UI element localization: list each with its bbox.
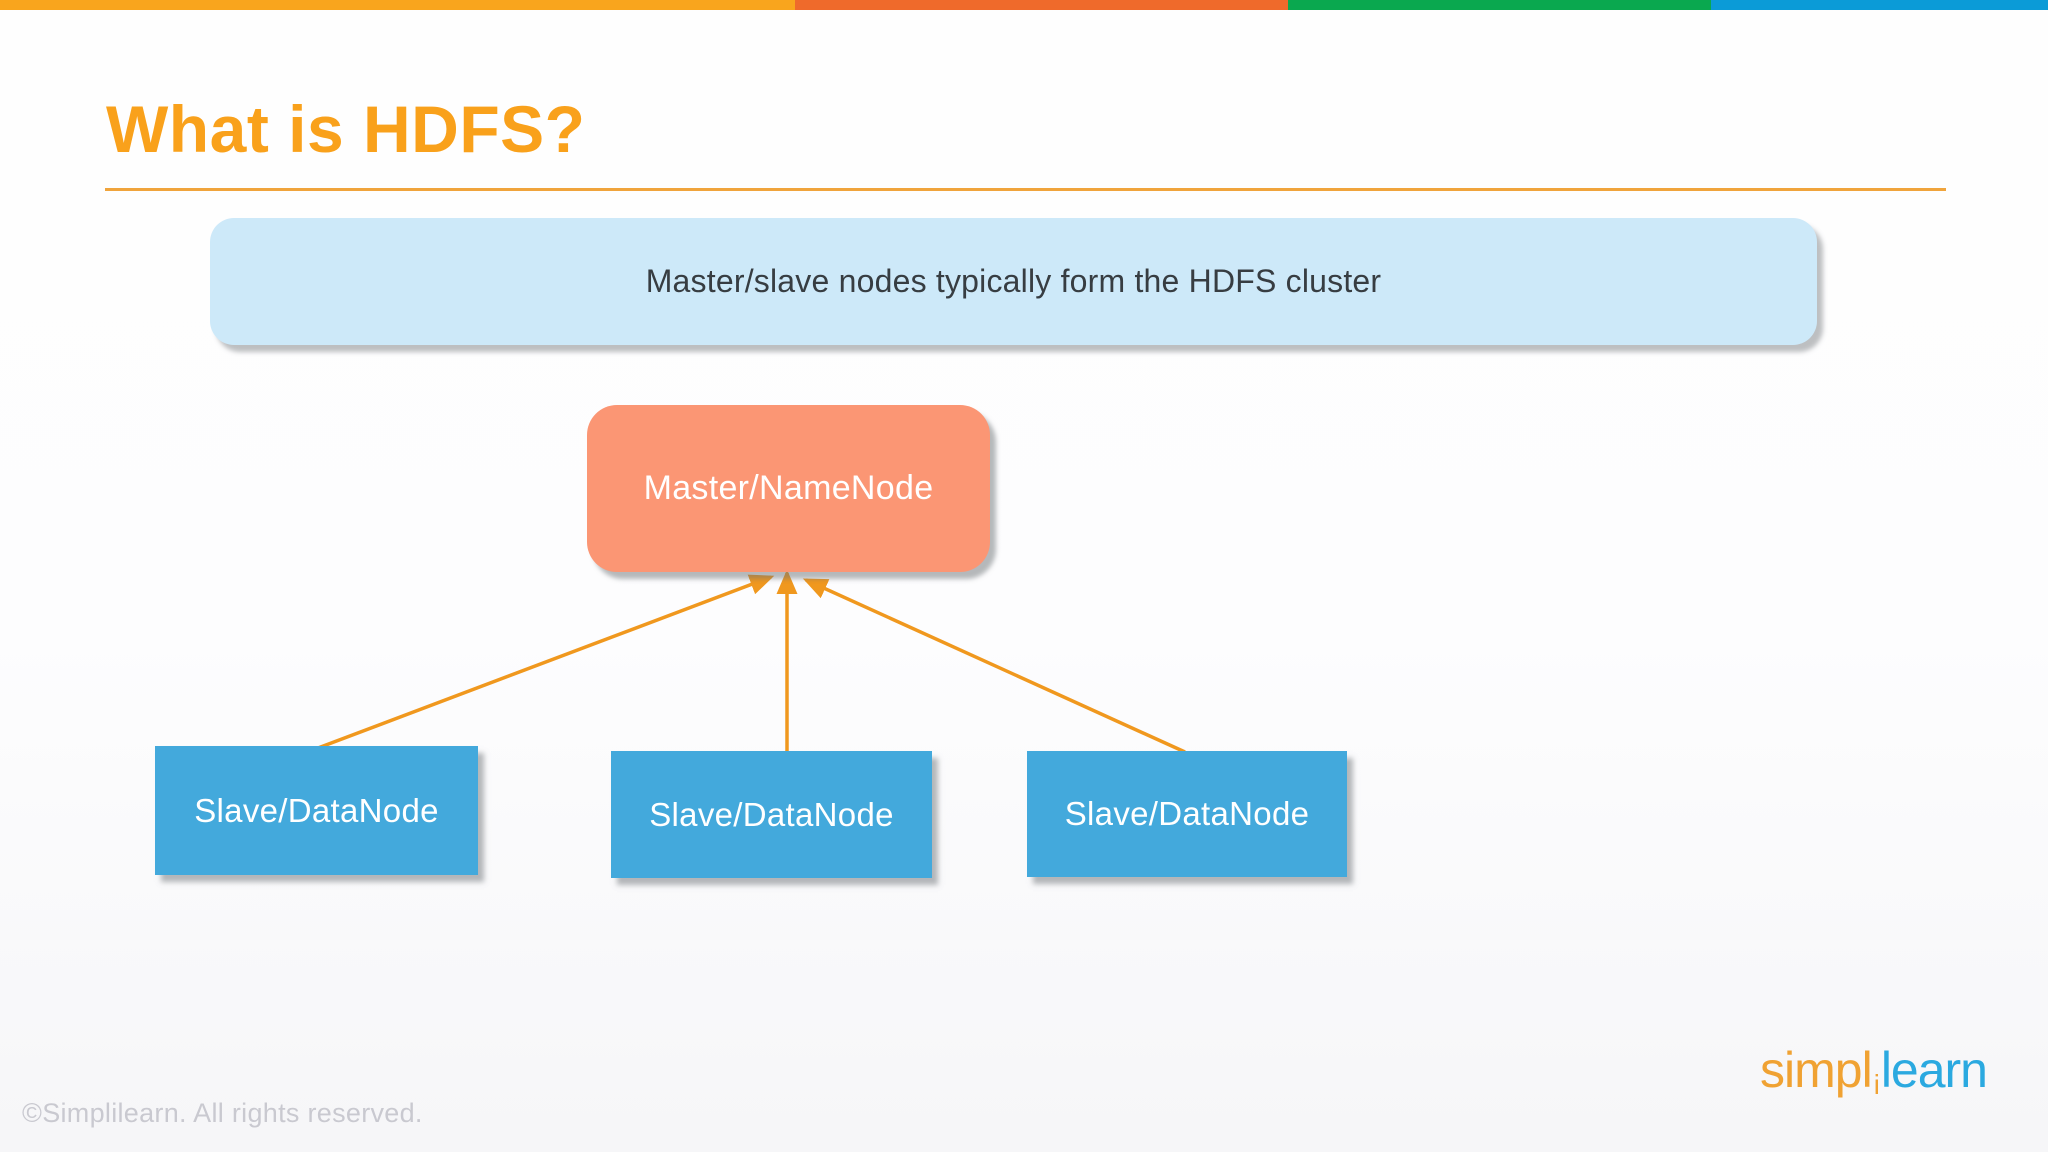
- logo-text-learn: learn: [1880, 1042, 1988, 1098]
- slave-datanode-label-1: Slave/DataNode: [194, 791, 439, 829]
- slave-datanode-box-2: Slave/DataNode: [611, 751, 932, 878]
- logo-text-simpl: simpl: [1760, 1042, 1873, 1098]
- top-bar-segment-blue: [1711, 0, 2048, 10]
- slave-datanode-label-3: Slave/DataNode: [1064, 795, 1310, 832]
- top-bar: [0, 0, 2048, 10]
- page-title: What is HDFS?: [106, 92, 586, 166]
- banner-text: Master/slave nodes typically form the HD…: [645, 263, 1382, 299]
- logo-text-i: i: [1873, 1068, 1880, 1100]
- master-namenode-box: Master/NameNode: [587, 405, 990, 572]
- edge-arrow-1: [317, 574, 775, 750]
- top-bar-segment-green: [1288, 0, 1711, 10]
- copyright-text: ©Simplilearn. All rights reserved.: [22, 1098, 423, 1128]
- title-underline: [105, 188, 1946, 191]
- slave-datanode-box-1: Slave/DataNode: [155, 746, 478, 875]
- slave-datanode-label-2: Slave/DataNode: [649, 795, 894, 833]
- edge-arrow-3: [802, 578, 1186, 754]
- master-namenode-label: Master/NameNode: [643, 469, 934, 507]
- banner-box: Master/slave nodes typically form the HD…: [210, 218, 1817, 345]
- top-bar-segment-orange: [0, 0, 795, 10]
- top-bar-segment-red: [795, 0, 1288, 10]
- simplilearn-logo: simplilearn: [1760, 1040, 1988, 1101]
- slave-datanode-box-3: Slave/DataNode: [1027, 751, 1347, 877]
